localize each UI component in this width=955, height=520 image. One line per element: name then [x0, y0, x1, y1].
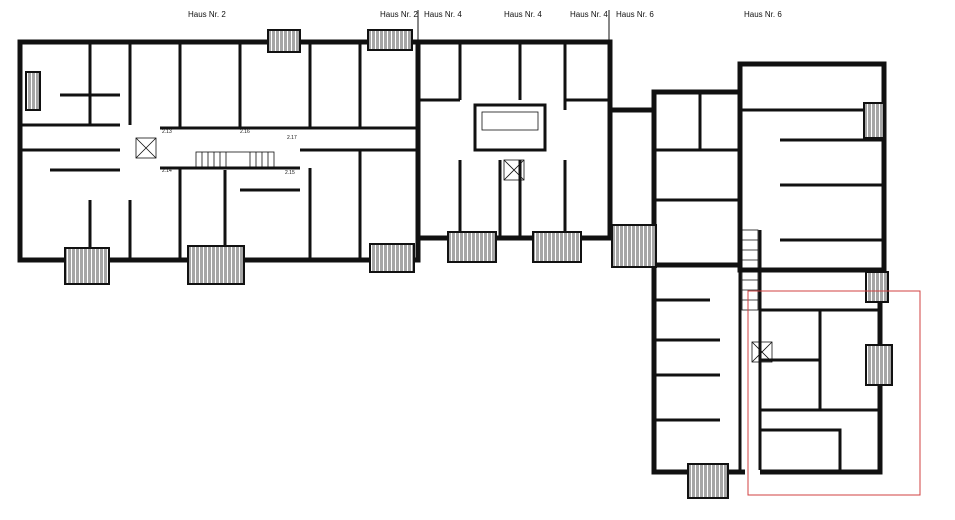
- staircase: [135, 111, 773, 363]
- house-label-4-boundary-2: Haus Nr. 4: [570, 10, 608, 19]
- room-number: 2.16: [240, 129, 250, 135]
- house-label-2-boundary: Haus Nr. 2: [380, 10, 418, 19]
- house-label-2: Haus Nr. 2: [188, 10, 226, 19]
- house-label-6: Haus Nr. 6: [744, 10, 782, 19]
- house-label-4-boundary: Haus Nr. 4: [424, 10, 462, 19]
- room-number: 2.17: [287, 135, 297, 141]
- room-number: 2.15: [285, 170, 295, 176]
- room-number: 2.13: [162, 129, 172, 135]
- house-boundary-lines: [417, 10, 610, 40]
- highlight-box: [747, 290, 921, 496]
- balconies: [25, 29, 893, 499]
- house-label-4: Haus Nr. 4: [504, 10, 542, 19]
- room-number: 2.14: [162, 168, 172, 174]
- house-label-6-boundary: Haus Nr. 6: [616, 10, 654, 19]
